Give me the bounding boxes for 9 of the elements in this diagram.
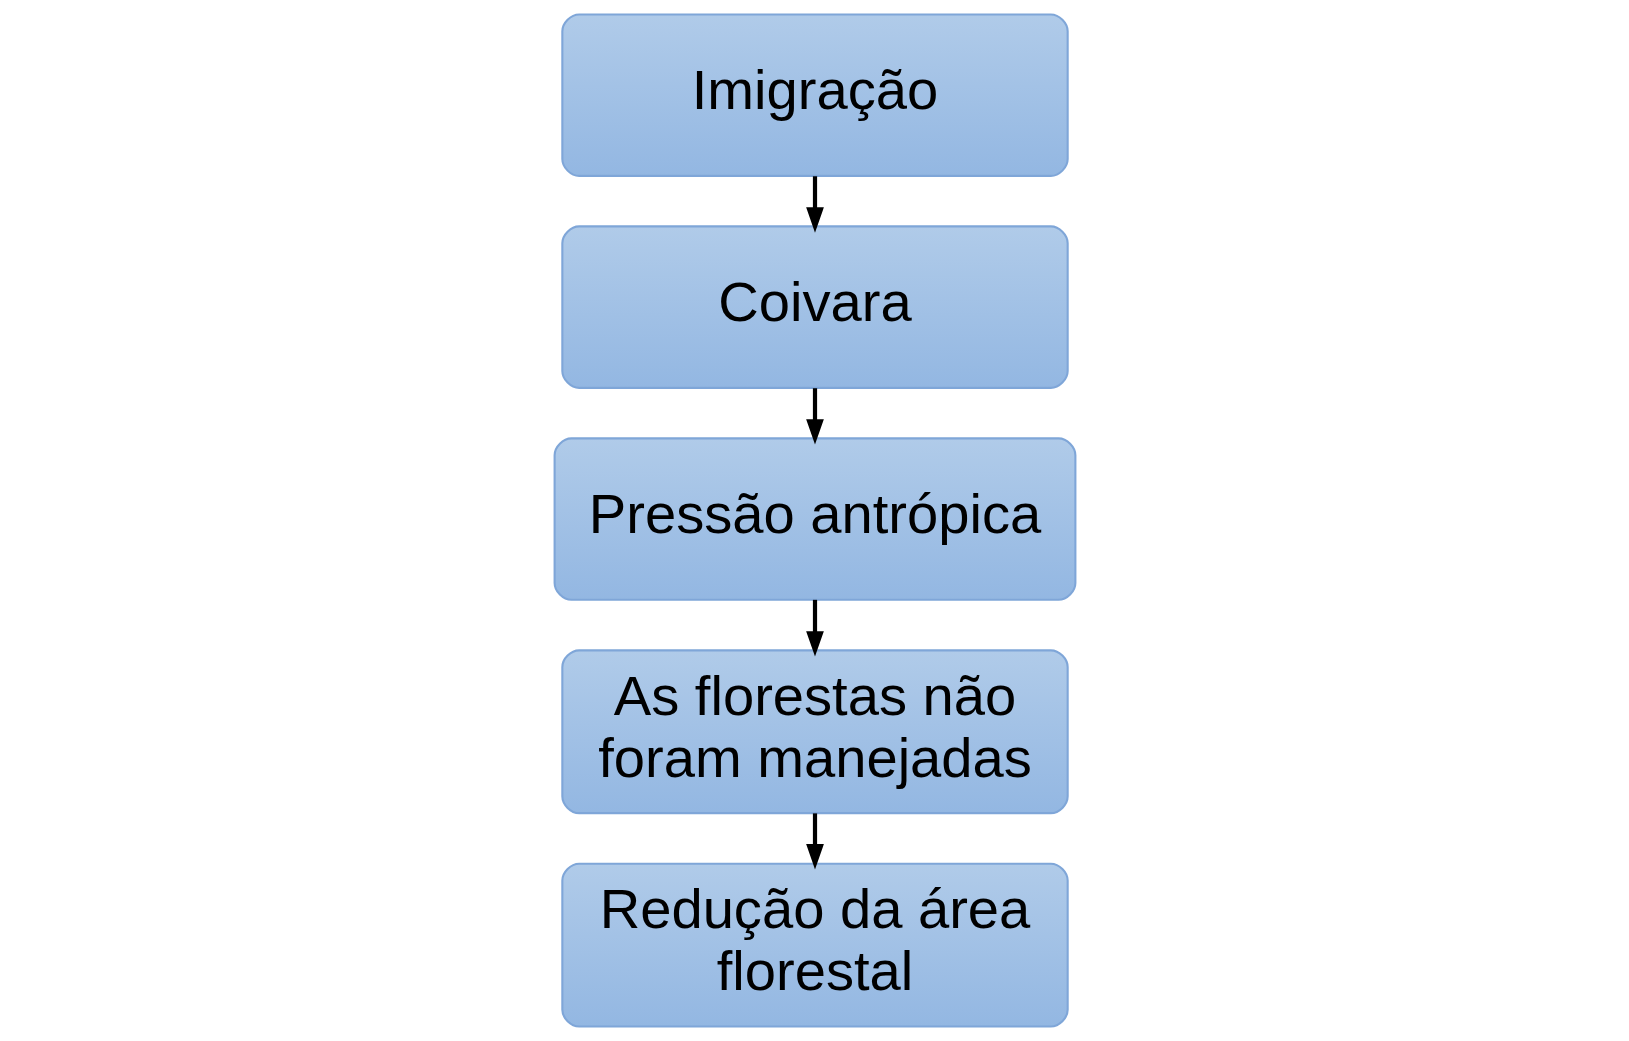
node-box: Redução da área florestal xyxy=(560,862,1069,1028)
node-box: Pressão antrópica xyxy=(553,437,1076,601)
arrow xyxy=(805,388,824,445)
arrow xyxy=(805,599,824,657)
arrow xyxy=(805,813,824,870)
node-box: Coivara xyxy=(560,225,1069,389)
node-box: As florestas não foram manejadas xyxy=(560,649,1069,815)
arrow xyxy=(805,176,824,233)
node-box: Imigração xyxy=(560,13,1069,177)
